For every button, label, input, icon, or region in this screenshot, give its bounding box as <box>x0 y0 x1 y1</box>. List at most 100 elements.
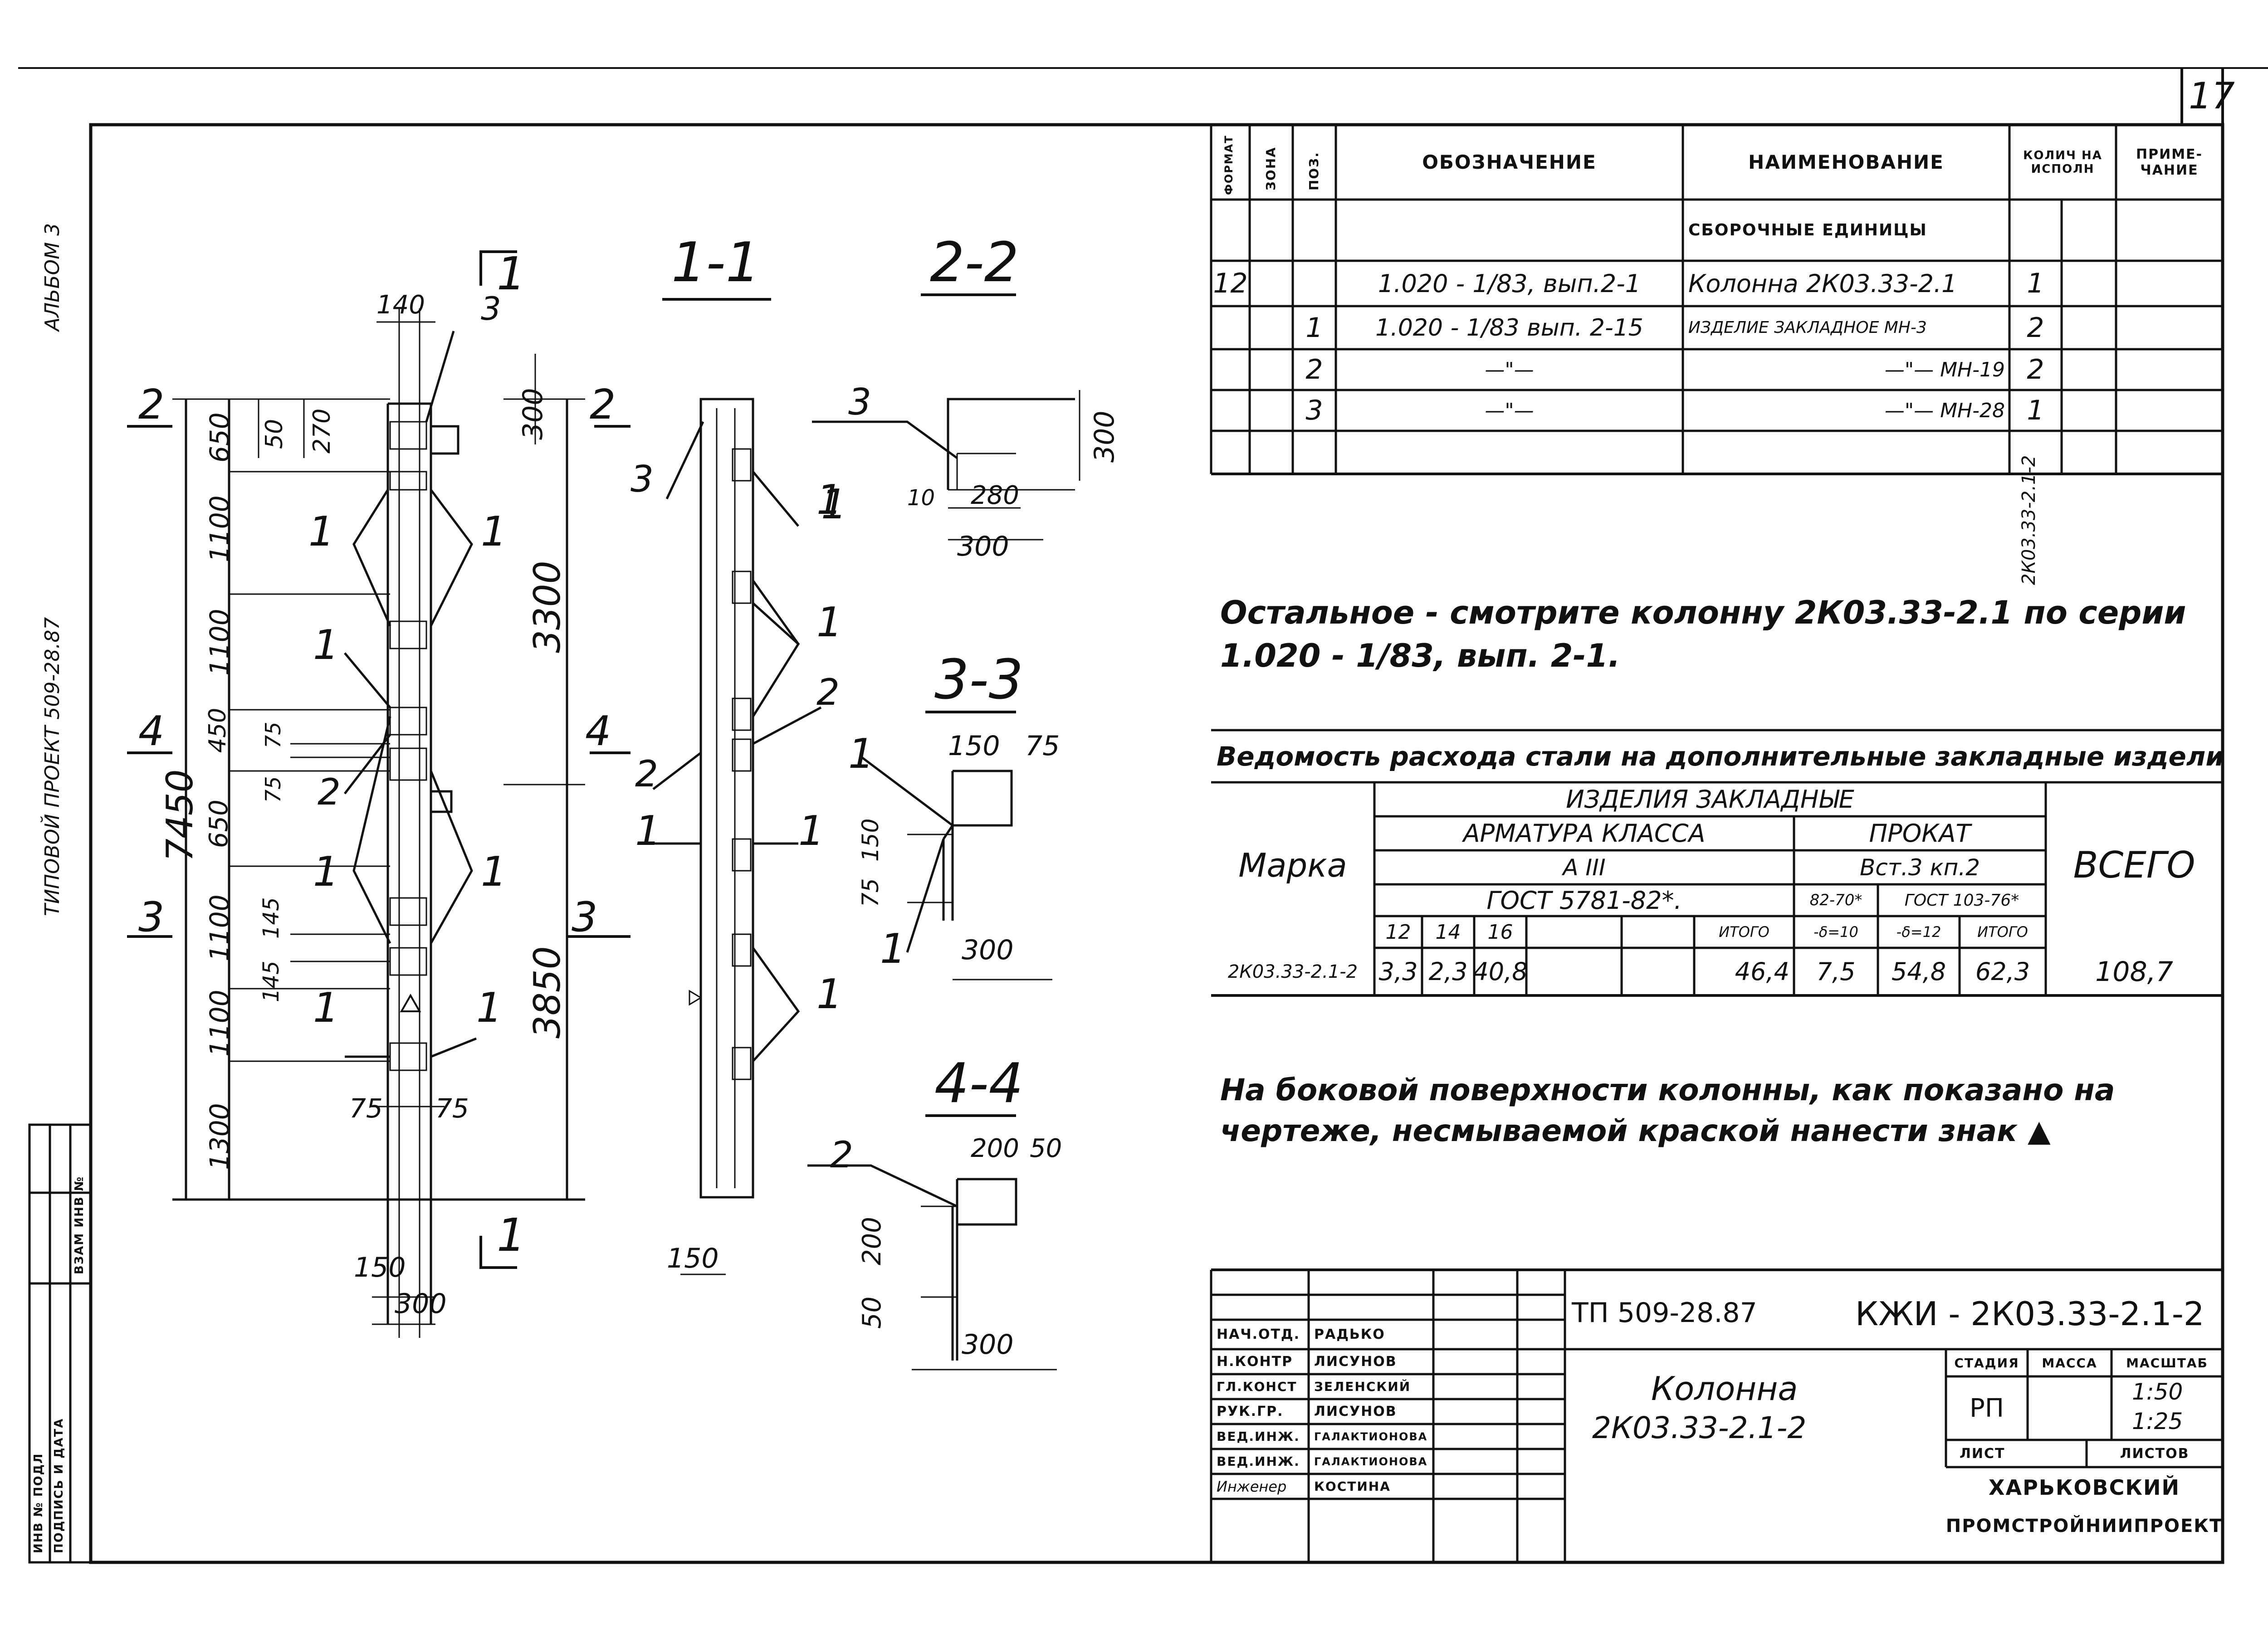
pos-2-s11-b: 2 <box>635 753 658 795</box>
pos-1-s11-a: 1 <box>816 476 843 524</box>
title-scale-1: 1:50 <box>2132 1379 2183 1405</box>
spec-row1-qty: 1 <box>2027 268 2044 299</box>
tb-name-3: ЛИСУНОВ <box>1314 1404 1397 1419</box>
dim-small-50: 50 <box>261 419 288 449</box>
s22-dim-300v: 300 <box>1089 410 1120 463</box>
project-label: ТИПОВОЙ ПРОЕКТ 509-28.87 <box>41 617 64 916</box>
steel-row-itogo1: 46,4 <box>1735 957 1789 986</box>
dim-small-75b: 75 <box>261 776 285 803</box>
tb-name-5: ГАЛАКТИОНОВА <box>1314 1455 1428 1468</box>
dim-left-1100c: 1100 <box>204 894 235 961</box>
section-3-3 <box>861 711 1052 980</box>
pos-3-s11: 3 <box>631 458 654 500</box>
dim-75-right: 75 <box>435 1093 469 1124</box>
title-scale-2: 1:25 <box>2132 1408 2183 1434</box>
pos-2-el: 2 <box>318 771 341 813</box>
title-sheet-header: ЛИСТ <box>1960 1445 2005 1462</box>
title-name-line1: Колонна <box>1651 1370 1798 1408</box>
s22-dim-280: 280 <box>971 481 1019 510</box>
steel-col-itogo2: ИТОГО <box>1977 923 2028 941</box>
tb-role-6: Инженер <box>1217 1478 1287 1495</box>
stamp-inv-label: ИНВ № ПОДЛ <box>32 1453 45 1553</box>
dim-small-145a: 145 <box>259 897 284 939</box>
dim-left-650: 650 <box>204 412 235 463</box>
cut-mark-1-bottom: 1 <box>497 1209 526 1262</box>
dim-small-270: 270 <box>308 408 336 454</box>
title-block-lines <box>1210 1268 2223 1562</box>
steel-a3: А III <box>1563 854 1606 881</box>
title-org-line2: ПРОМСТРОЙНИИПРОЕКТ <box>1946 1516 2223 1536</box>
title-scale-header: МАСШТАБ <box>2126 1355 2208 1371</box>
cut-4-left: 4 <box>138 707 165 755</box>
pos-1-s33-a: 1 <box>848 730 875 778</box>
s33-dim-150v: 150 <box>857 818 884 862</box>
title-code: КЖИ - 2К03.33-2.1-2 <box>1855 1295 2204 1333</box>
dim-3300: 3300 <box>526 561 568 653</box>
cut-4-right: 4 <box>585 707 611 755</box>
dim-total-7450: 7450 <box>159 769 201 862</box>
dim-150-bottom: 150 <box>354 1252 406 1283</box>
spec-row1-designation: 1.020 - 1/83, вып.2-1 <box>1378 269 1641 298</box>
cut-3-right: 3 <box>572 893 598 941</box>
pos-1-el-b: 1 <box>481 508 507 556</box>
section-4-4-title: 4-4 <box>934 1052 1023 1115</box>
cut-2-right: 2 <box>590 381 616 429</box>
title-project: ТП 509-28.87 <box>1572 1297 1757 1329</box>
steel-total-label: ВСЕГО <box>2073 844 2195 886</box>
s44-dim-300: 300 <box>962 1329 1014 1361</box>
spec-header-pos: ПОЗ. <box>1306 151 1321 190</box>
tb-name-2: ЗЕЛЕНСКИЙ <box>1314 1379 1411 1394</box>
spec-row2-pos: 1 <box>1305 312 1323 344</box>
s44-dim-50: 50 <box>1030 1134 1062 1163</box>
steel-row-v14: 2,3 <box>1428 957 1468 986</box>
pos-1-s11-d: 1 <box>798 807 825 855</box>
dim-3850: 3850 <box>526 946 568 1039</box>
title-name-line2: 2К03.33-2.1-2 <box>1592 1410 1807 1445</box>
pos-1-el-e: 1 <box>481 848 507 896</box>
steel-rolled: ПРОКАТ <box>1869 819 1971 848</box>
steel-row-d10: 7,5 <box>1816 957 1856 986</box>
pos-1-el-a: 1 <box>308 508 335 556</box>
dim-300-top: 300 <box>517 388 549 440</box>
spec-header-note: ПРИМЕ-ЧАНИЕ <box>2136 146 2203 178</box>
section-2-2 <box>812 293 1080 541</box>
pos-1-el-c: 1 <box>313 621 339 669</box>
steel-col-16: 16 <box>1487 920 1513 944</box>
tb-role-5: ВЕД.ИНЖ. <box>1217 1454 1300 1469</box>
dim-140: 140 <box>376 290 425 320</box>
spec-row2-qty: 2 <box>2027 312 2044 344</box>
spec-header-name: НАИМЕНОВАНИЕ <box>1748 151 1944 173</box>
spec-row1-format: 12 <box>1213 268 1248 299</box>
steel-row-mark: 2К03.33-2.1-2 <box>1227 961 1358 982</box>
stamp-replace-label: ВЗАМ ИНВ № <box>73 1176 86 1274</box>
s44-dim-200v: 200 <box>857 1217 887 1265</box>
dim-150-s11: 150 <box>667 1243 719 1274</box>
section-1-1-title: 1-1 <box>671 231 760 294</box>
pos-1-el-f: 1 <box>313 984 339 1032</box>
spec-row3-pos: 2 <box>1305 354 1323 385</box>
tb-name-1: ЛИСУНОВ <box>1314 1354 1397 1370</box>
stamp-sign-label: ПОДПИСЬ И ДАТА <box>52 1418 66 1553</box>
steel-rebar-class: АРМАТУРА КЛАССА <box>1463 819 1706 848</box>
section-2-2-title: 2-2 <box>930 231 1019 294</box>
dim-300-bottom: 300 <box>395 1288 447 1320</box>
spec-row2-designation: 1.020 - 1/83 вып. 2-15 <box>1375 314 1643 341</box>
album-label: АЛЬБОМ 3 <box>41 223 64 331</box>
pos-3-el: 3 <box>481 290 501 327</box>
sheet-number: 17 <box>2189 75 2235 117</box>
dim-left-450: 450 <box>204 707 231 753</box>
steel-col-14: 14 <box>1435 920 1461 944</box>
steel-row-d12: 54,8 <box>1891 957 1946 986</box>
sheet-number-box <box>2180 68 2223 126</box>
section-4-4 <box>807 1114 1057 1371</box>
tb-name-4: ГАЛАКТИОНОВА <box>1314 1430 1428 1443</box>
bottom-note-line-1: На боковой поверхности колонны, как пока… <box>1220 1073 2115 1107</box>
dim-75-left: 75 <box>349 1093 383 1124</box>
steel-row-v12: 3,3 <box>1378 957 1418 986</box>
steel-row-itogo2: 62,3 <box>1975 957 2030 986</box>
pos-1-s33-b: 1 <box>880 925 906 973</box>
spec-row3-designation: —"— <box>1485 358 1534 381</box>
dim-left-1100b: 1100 <box>204 609 235 676</box>
tb-role-0: НАЧ.ОТД. <box>1217 1327 1300 1342</box>
